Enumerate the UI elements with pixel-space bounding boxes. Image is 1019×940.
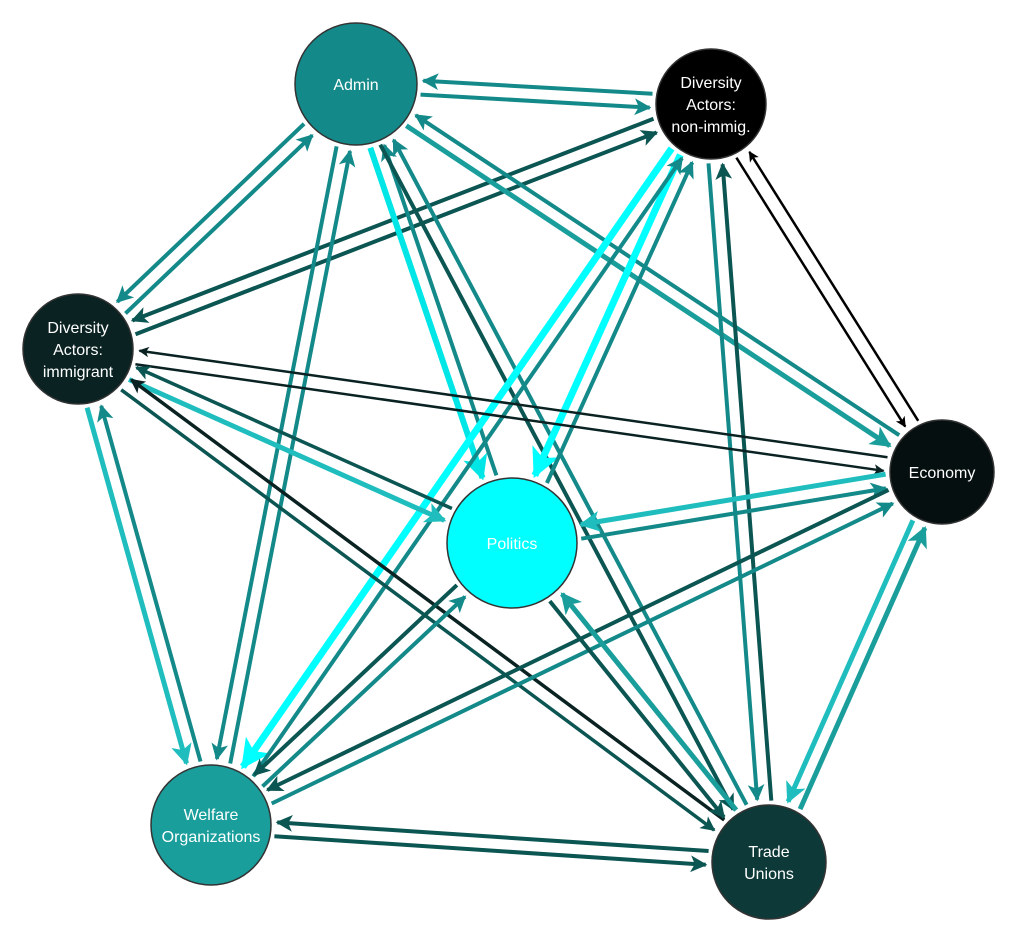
edge-welf-to-dimm — [97, 404, 203, 763]
node-label-pol-line-0: Politics — [487, 536, 538, 553]
edge-admin-to-dnon — [420, 92, 652, 116]
edge-dimm-to-econ — [135, 362, 885, 475]
edge-trade-to-dnon — [715, 162, 774, 801]
edge-econ-to-welf — [265, 488, 890, 792]
node-label-trade-line-1: Unions — [744, 866, 794, 883]
edge-pol-to-dnon — [545, 160, 695, 484]
edge-trade-to-econ — [797, 525, 928, 811]
edge-dnon-to-econ — [735, 157, 907, 428]
edge-pol-to-dimm — [135, 365, 453, 511]
edge-dimm-to-admin — [124, 133, 314, 315]
node-circle-dnon — [655, 48, 767, 160]
node-label-econ-line-0: Economy — [909, 465, 976, 482]
node-pol: Politics — [446, 477, 578, 609]
node-label-dnon-line-0: Diversity — [680, 75, 741, 92]
edge-dnon-to-pol — [531, 153, 684, 479]
node-label-dimm-line-2: immigrant — [43, 364, 114, 381]
edge-welf-to-dnon — [251, 156, 684, 778]
node-label-dimm-line-0: Diversity — [47, 320, 108, 337]
edge-trade-to-pol — [560, 592, 739, 812]
node-admin: Admin — [294, 22, 418, 146]
node-label-welf-line-1: Organizations — [162, 829, 261, 846]
edge-dnon-to-admin — [421, 73, 653, 96]
edge-welf-to-econ — [270, 501, 895, 806]
edge-pol-to-admin — [381, 143, 499, 477]
edges-layer — [84, 73, 928, 873]
edge-dimm-to-dnon — [134, 130, 659, 337]
node-circle-econ — [889, 419, 995, 525]
edge-trade-to-dimm — [130, 378, 726, 822]
edge-econ-to-trade — [785, 519, 916, 804]
edge-dnon-to-trade — [706, 163, 765, 802]
edge-admin-to-dimm — [115, 122, 306, 304]
edge-admin-to-econ — [404, 123, 892, 448]
edge-econ-to-dimm — [138, 346, 888, 459]
edge-welf-to-pol — [261, 595, 467, 788]
edge-dimm-to-trade — [120, 388, 716, 832]
edge-econ-to-admin — [414, 113, 901, 437]
edge-trade-to-welf — [275, 815, 709, 853]
edge-dimm-to-welf — [84, 407, 192, 766]
node-label-dnon-line-1: Actors: — [686, 97, 736, 114]
node-circle-admin — [294, 22, 418, 146]
node-circle-welf — [150, 764, 272, 886]
edge-econ-to-pol — [578, 471, 887, 532]
node-label-welf-line-0: Welfare — [184, 807, 239, 824]
edge-welf-to-admin — [228, 149, 356, 764]
edge-pol-to-econ — [580, 482, 888, 541]
edge-welf-to-trade — [274, 834, 708, 873]
node-circle-dimm — [22, 293, 134, 405]
node-circle-trade — [711, 804, 827, 920]
edge-dnon-to-welf — [240, 146, 675, 770]
node-label-admin-line-0: Admin — [333, 77, 378, 94]
edge-econ-to-dnon — [748, 151, 920, 422]
edge-pol-to-welf — [253, 583, 459, 777]
node-econ: Economy — [889, 419, 995, 525]
node-label-dnon-line-2: non-immig. — [671, 119, 750, 136]
node-circle-pol — [446, 477, 578, 609]
edge-trade-to-admin — [391, 138, 749, 806]
edge-admin-to-welf — [211, 146, 339, 761]
edge-dimm-to-pol — [127, 377, 447, 523]
node-label-dimm-line-1: Actors: — [53, 342, 103, 359]
node-label-trade-line-0: Trade — [748, 844, 789, 861]
edge-pol-to-trade — [548, 599, 726, 819]
edge-admin-to-pol — [367, 146, 488, 481]
